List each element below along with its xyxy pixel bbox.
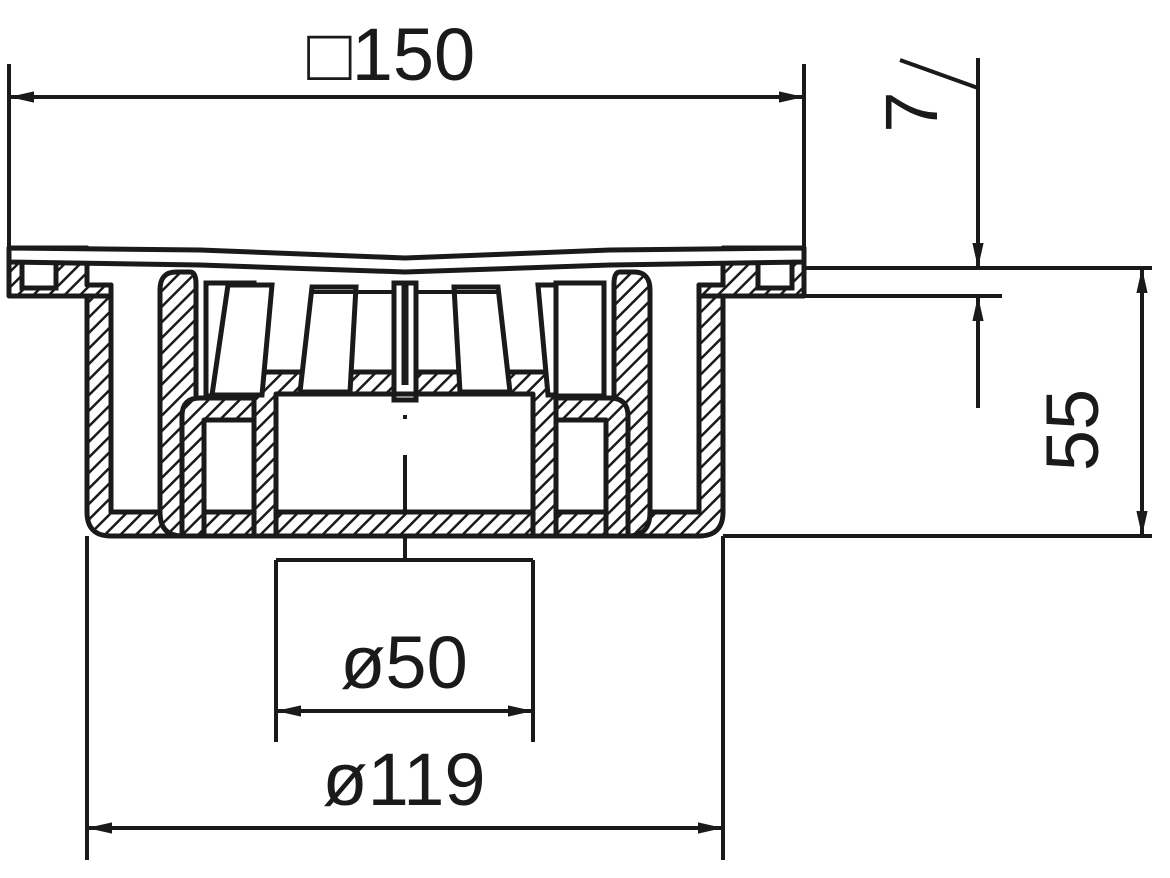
dim-leader-7 <box>899 58 979 90</box>
cover-plate <box>6 245 807 275</box>
rim-groove-right <box>755 259 795 291</box>
dim-text-55: 55 <box>1031 389 1114 471</box>
dim-text-119: ø119 <box>322 738 485 821</box>
rib-right-1 <box>451 284 513 395</box>
cover-ribs <box>203 280 607 399</box>
dim-text-7: 7 <box>870 91 953 132</box>
dim-text-150: □150 <box>307 13 475 96</box>
rib-far-right <box>553 280 607 399</box>
rib-left-1 <box>297 284 359 395</box>
dimension-lines <box>9 58 1148 834</box>
outlet-spigot <box>274 558 535 640</box>
rib-left-2 <box>209 282 275 398</box>
trap-bell-section <box>157 269 653 539</box>
dim-text-50: ø50 <box>340 621 468 704</box>
rim-groove-left <box>19 259 59 291</box>
sleeve-skirt-right <box>553 395 631 539</box>
sleeve-skirt-left <box>179 395 257 539</box>
body-skirt-below <box>85 536 725 620</box>
